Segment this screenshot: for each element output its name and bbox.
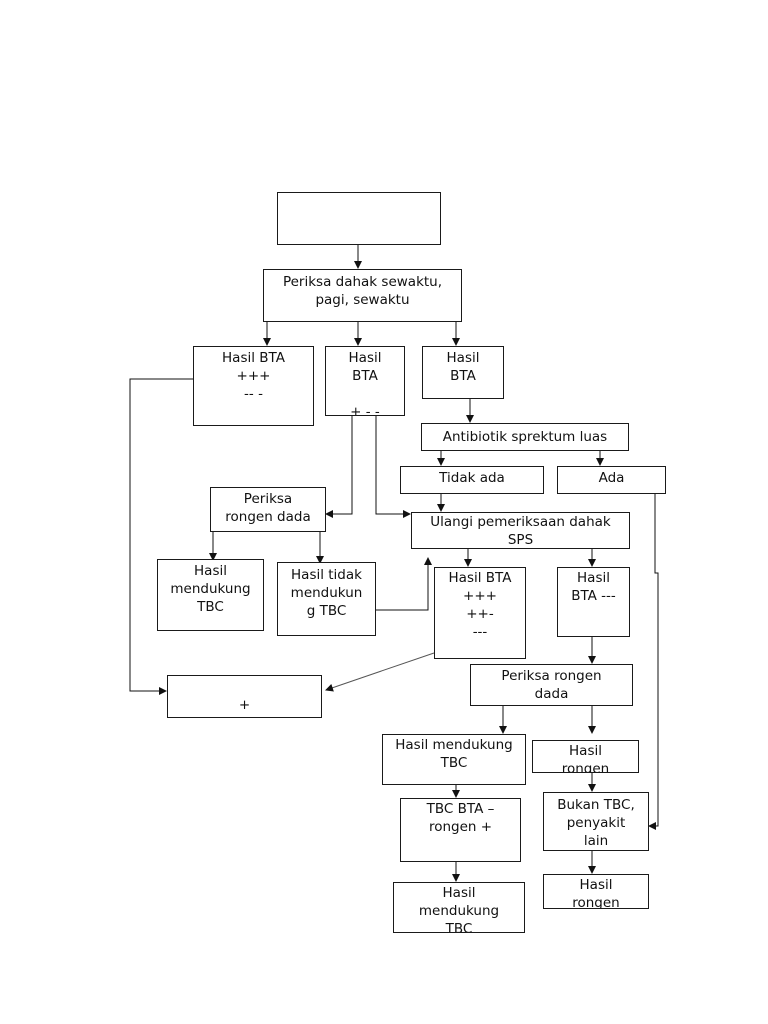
tbc-bta-negative-box: TBC BTA – rongen + [400,798,521,862]
hasil-mendukung-box-1: Hasil mendukung TBC [157,559,264,631]
hasil-mendukung-box-2: Hasil mendukung TBC [382,734,526,785]
bukan-tbc-box: Bukan TBC, penyakit lain [543,792,649,851]
hasil-mendukung-box-3: Hasil mendukung TBC [393,882,525,933]
hasil-rongen-box-2: Hasil rongen [543,874,649,909]
bta-mixed-box: Hasil BTA + - - [325,346,405,416]
hasil-tidak-mendukung-box: Hasil tidak mendukun g TBC [277,562,376,636]
ada-box: Ada [557,466,666,494]
arrow-repeat-positive-to-result [325,652,435,692]
periksa-dahak-box: Periksa dahak sewaktu, pagi, sewaktu [263,269,462,322]
arrow-bta-mixed-to-ulangi [375,416,411,518]
bta-negative-box: Hasil BTA [422,346,504,399]
periksa-rongen-box-1: Periksa rongen dada [210,487,326,532]
arrow-ada-to-bukan-tbc [648,494,659,830]
bta-repeat-positive-box: Hasil BTA +++ ++- --- [434,567,526,659]
arrow-bta-positive-to-result [129,378,193,695]
result-positive-box: + [167,675,322,718]
tidak-ada-box: Tidak ada [400,466,544,494]
ulangi-box: Ulangi pemeriksaan dahak SPS [411,512,630,549]
bta-positive-box: Hasil BTA +++ -- - [193,346,314,426]
bta-repeat-negative-box: Hasil BTA --- [557,567,630,637]
periksa-rongen-box-2: Periksa rongen dada [470,664,633,706]
hasil-rongen-box-1: Hasil rongen [532,740,639,773]
antibiotik-box: Antibiotik sprektum luas [421,423,629,451]
arrow-bta-mixed-to-rongen [325,416,353,518]
arrow-tidak-mendukung-to-ulangi [376,557,432,611]
start-box [277,192,441,245]
